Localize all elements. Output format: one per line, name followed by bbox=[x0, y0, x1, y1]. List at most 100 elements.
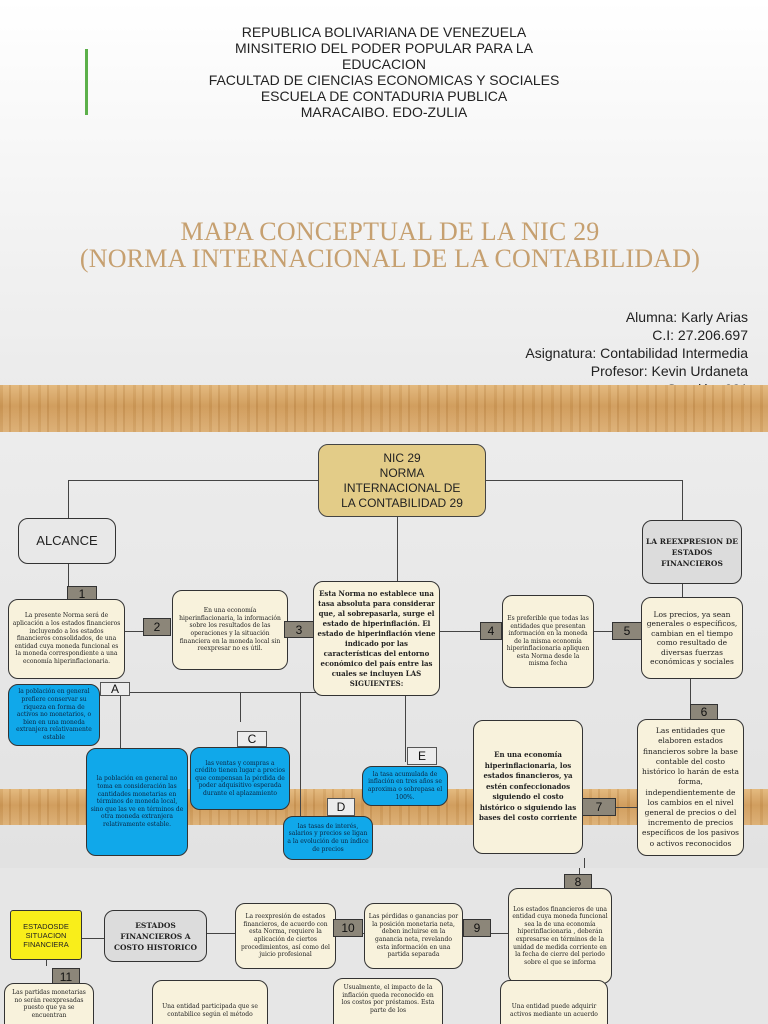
node-text: la tasa acumulada de inflación en tres a… bbox=[367, 770, 443, 801]
institution-header: REPUBLICA BOLIVARIANA DE VENEZUELA MINSI… bbox=[0, 24, 768, 120]
connector bbox=[82, 938, 104, 940]
concept-node-participada: Una entidad participada que se contabili… bbox=[152, 980, 268, 1024]
node-text: Las pérdidas o ganancias por la posición… bbox=[368, 913, 459, 959]
student-name: Alumna: Karly Arias bbox=[625, 309, 748, 325]
concept-node-reexpresion: La reexpresión de estados financieros, d… bbox=[235, 903, 336, 969]
node-line: NORMA bbox=[379, 465, 425, 480]
student-info: Alumna: Karly Arias C.I: 27.206.697 Asig… bbox=[525, 308, 748, 398]
step-number: 3 bbox=[284, 621, 314, 638]
branch-letter: C bbox=[237, 731, 267, 747]
branch-letter: E bbox=[407, 747, 437, 765]
reexpresion-node: LA REEXPRESION DE ESTADOS FINANCIEROS bbox=[642, 520, 742, 584]
accent-line bbox=[85, 49, 88, 115]
concept-node-2: En una economía hiperinflacionaria, la i… bbox=[172, 590, 288, 670]
step-number: 2 bbox=[143, 618, 171, 636]
connector bbox=[300, 692, 302, 816]
step-number: 6 bbox=[690, 704, 718, 720]
connector bbox=[120, 692, 122, 750]
institution-line: FACULTAD DE CIENCIAS ECONOMICAS Y SOCIAL… bbox=[208, 72, 560, 88]
node-text: las tasas de interés, salarios y precios… bbox=[287, 822, 369, 853]
concept-node-partidas: Las partidas monetarias no serán reexpre… bbox=[4, 983, 94, 1024]
concept-node-e: la tasa acumulada de inflación en tres a… bbox=[362, 766, 448, 806]
connector bbox=[125, 631, 143, 633]
title-line: (NORMA INTERNACIONAL DE LA CONTABILIDAD) bbox=[79, 244, 701, 273]
connector bbox=[68, 563, 70, 599]
node-text: ESTADOS FINANCIEROS A COSTO HISTORICO bbox=[113, 920, 197, 952]
estados-situacion-node: ESTADOSDE SITUACION FINANCIERA bbox=[10, 910, 82, 960]
nic29-central-node: NIC 29 NORMA INTERNACIONAL DE LA CONTABI… bbox=[318, 444, 486, 517]
node-text: Una entidad participada que se contabili… bbox=[162, 1003, 258, 1018]
connector bbox=[68, 480, 70, 518]
node-text: La presente Norma será de aplicación a l… bbox=[12, 612, 121, 665]
concept-node-4: Es preferible que todas las entidades qu… bbox=[502, 595, 594, 688]
concept-node-usualmente: Usualmente, el impacto de la inflación q… bbox=[333, 978, 443, 1024]
connector bbox=[690, 676, 692, 716]
connector bbox=[207, 933, 235, 935]
connector bbox=[240, 692, 242, 722]
step-number: 4 bbox=[480, 622, 502, 640]
concept-node-a: la población en general prefiere conserv… bbox=[8, 684, 100, 746]
step-number: 7 bbox=[582, 798, 616, 816]
institution-line: REPUBLICA BOLIVARIANA DE VENEZUELA bbox=[241, 24, 527, 40]
step-number: 5 bbox=[612, 622, 642, 640]
slide-title: MAPA CONCEPTUAL DE LA NIC 29 (NORMA INTE… bbox=[0, 218, 768, 272]
concept-node-3: Esta Norma no establece una tasa absolut… bbox=[313, 581, 440, 696]
node-text: Los precios, ya sean generales o específ… bbox=[646, 609, 738, 667]
concept-node-5: Los precios, ya sean generales o específ… bbox=[641, 597, 743, 679]
concept-node-perdidas: Las pérdidas o ganancias por la posición… bbox=[364, 903, 463, 969]
institution-line: ESCUELA DE CONTADURIA PUBLICA bbox=[260, 88, 508, 104]
institution-line: EDUCACION bbox=[341, 56, 426, 72]
node-line: LA CONTABILIDAD 29 bbox=[341, 495, 463, 510]
branch-letter: A bbox=[100, 682, 130, 696]
node-text: la población en general no toma en consi… bbox=[90, 775, 184, 828]
concept-node-7: En una economía hiperinflacionaria, los … bbox=[473, 720, 583, 854]
wood-strip bbox=[0, 385, 768, 432]
node-text: la población en general prefiere conserv… bbox=[16, 688, 92, 741]
connector bbox=[405, 692, 407, 762]
node-line: NIC 29 bbox=[383, 450, 421, 465]
professor-name: Profesor: Kevin Urdaneta bbox=[590, 363, 748, 379]
concept-node-1: La presente Norma será de aplicación a l… bbox=[8, 599, 125, 679]
node-text: En una economía hiperinflacionaria, los … bbox=[478, 750, 578, 823]
title-slide: REPUBLICA BOLIVARIANA DE VENEZUELA MINSI… bbox=[0, 0, 768, 432]
node-text: las ventas y compras a crédito tienen lu… bbox=[194, 759, 286, 797]
title-line: MAPA CONCEPTUAL DE LA NIC 29 bbox=[180, 217, 600, 246]
connector bbox=[584, 858, 586, 868]
concept-map-slide-2: 8 ESTADOSDE SITUACION FINANCIERA ESTADOS… bbox=[0, 868, 768, 1024]
concept-node-moneda-funcional: Los estados financieros de una entidad c… bbox=[508, 888, 612, 984]
step-number: 9 bbox=[463, 919, 491, 937]
connector bbox=[682, 480, 684, 520]
node-text: Una entidad puede adquirir activos media… bbox=[510, 1003, 598, 1018]
connector bbox=[68, 480, 318, 482]
node-text: Las partidas monetarias no serán reexpre… bbox=[12, 989, 86, 1019]
concept-node-b: la población en general no toma en consi… bbox=[86, 748, 188, 856]
course-name: Asignatura: Contabilidad Intermedia bbox=[525, 345, 748, 361]
node-text: Usualmente, el impacto de la inflación q… bbox=[341, 984, 435, 1014]
connector bbox=[100, 692, 410, 694]
node-text: Esta Norma no establece una tasa absolut… bbox=[317, 588, 436, 688]
institution-line: MINSITERIO DEL PODER POPULAR PARA LA bbox=[235, 40, 533, 56]
node-text: ALCANCE bbox=[36, 533, 98, 549]
node-text: Las entidades que elaboren estados finan… bbox=[642, 726, 739, 848]
connector bbox=[682, 584, 684, 602]
concept-node-6: Las entidades que elaboren estados finan… bbox=[637, 719, 744, 856]
concept-map-slide: NIC 29 NORMA INTERNACIONAL DE LA CONTABI… bbox=[0, 432, 768, 868]
estados-costo-node: ESTADOS FINANCIEROS A COSTO HISTORICO bbox=[104, 910, 207, 962]
institution-line: MARACAIBO. EDO-ZULIA bbox=[300, 104, 468, 120]
node-text: Los estados financieros de una entidad c… bbox=[512, 905, 608, 966]
concept-node-adquirir: Una entidad puede adquirir activos media… bbox=[500, 980, 608, 1024]
student-id: C.I: 27.206.697 bbox=[652, 327, 748, 343]
concept-node-c: las ventas y compras a crédito tienen lu… bbox=[190, 747, 290, 810]
alcance-node: ALCANCE bbox=[18, 518, 116, 564]
step-number: 11 bbox=[52, 968, 80, 986]
connector bbox=[440, 631, 502, 633]
node-text: En una economía hiperinflacionaria, la i… bbox=[179, 607, 281, 653]
concept-node-d: las tasas de interés, salarios y precios… bbox=[283, 816, 373, 860]
node-text: LA REEXPRESION DE ESTADOS FINANCIEROS bbox=[646, 536, 738, 568]
node-text: ESTADOSDE SITUACION FINANCIERA bbox=[23, 921, 69, 949]
node-text: La reexpresión de estados financieros, d… bbox=[241, 913, 330, 959]
connector bbox=[486, 480, 682, 482]
step-number: 10 bbox=[333, 919, 363, 937]
node-text: Es preferible que todas las entidades qu… bbox=[506, 614, 590, 668]
branch-letter: D bbox=[327, 798, 355, 816]
